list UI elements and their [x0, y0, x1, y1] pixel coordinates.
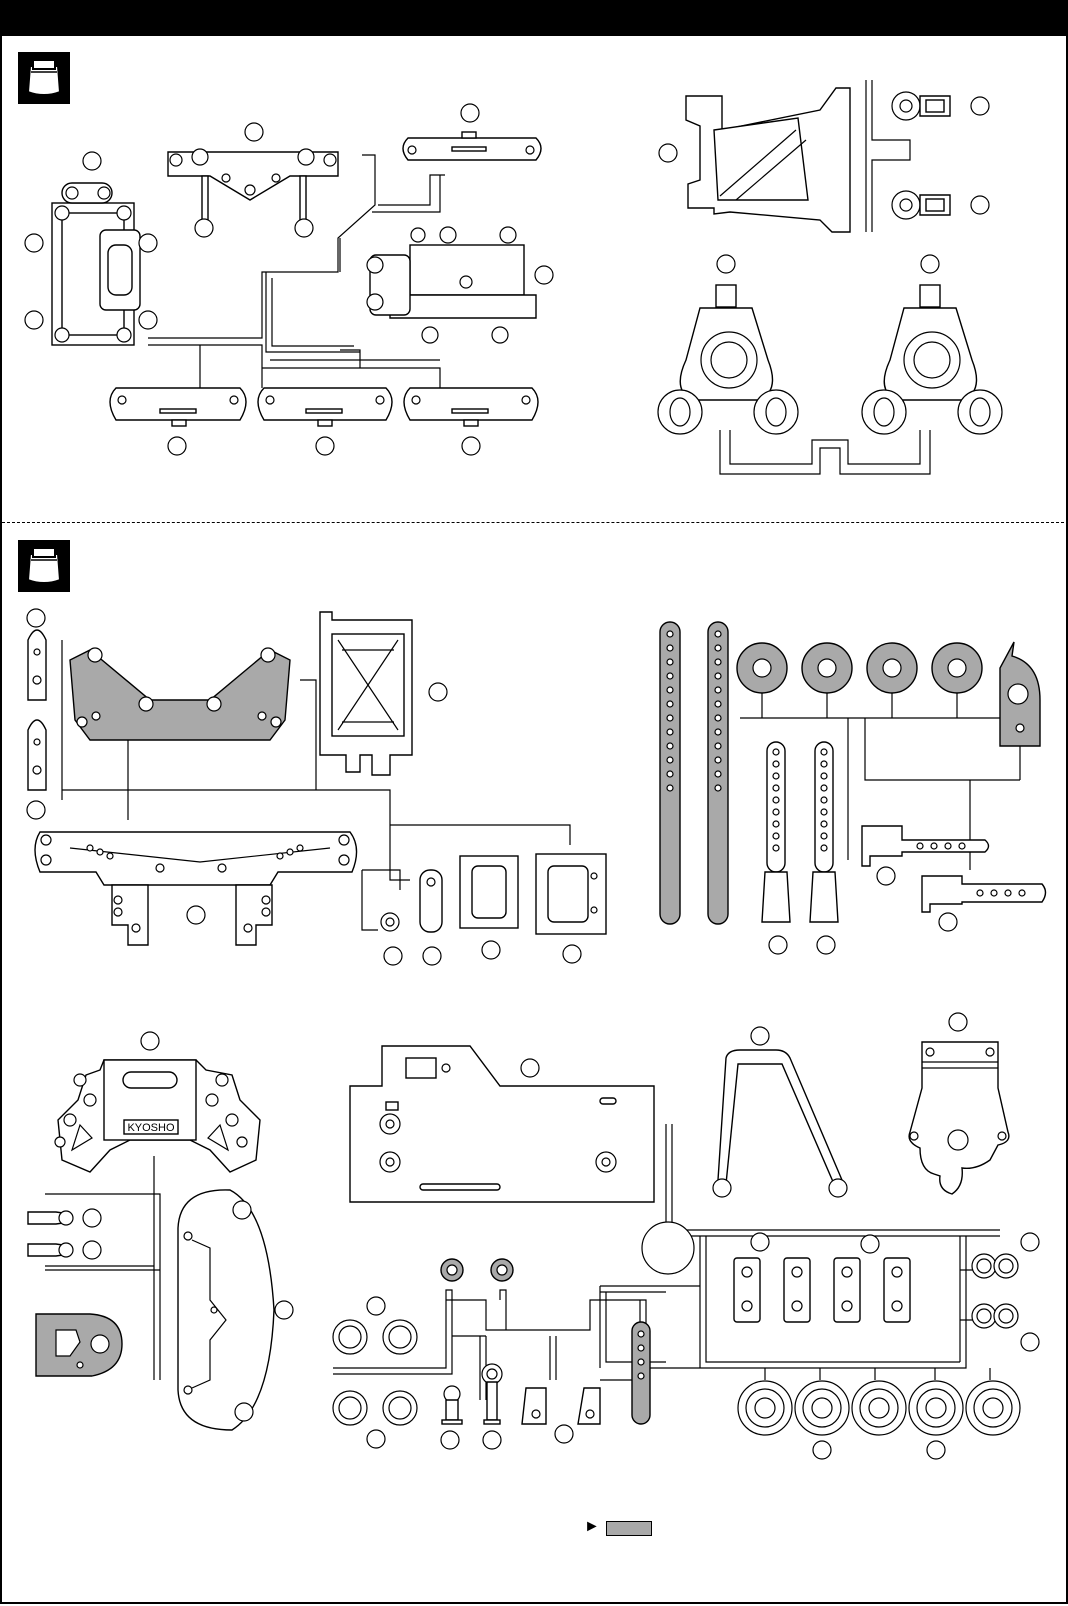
body-post-tree: [660, 622, 1046, 954]
kyosho-mark: KYOSHO: [127, 1122, 175, 1134]
chassis-plate-tree: [333, 1013, 1039, 1459]
top-left-parts-tree: [25, 104, 553, 455]
top-right-parts-tree: [658, 80, 1002, 474]
bumper-tree: KYOSHO: [28, 1032, 293, 1430]
arrow-right-icon: ►: [584, 1519, 600, 1535]
gray-parts-legend-swatch: [606, 1521, 652, 1536]
shock-tower-tree: [27, 609, 606, 965]
